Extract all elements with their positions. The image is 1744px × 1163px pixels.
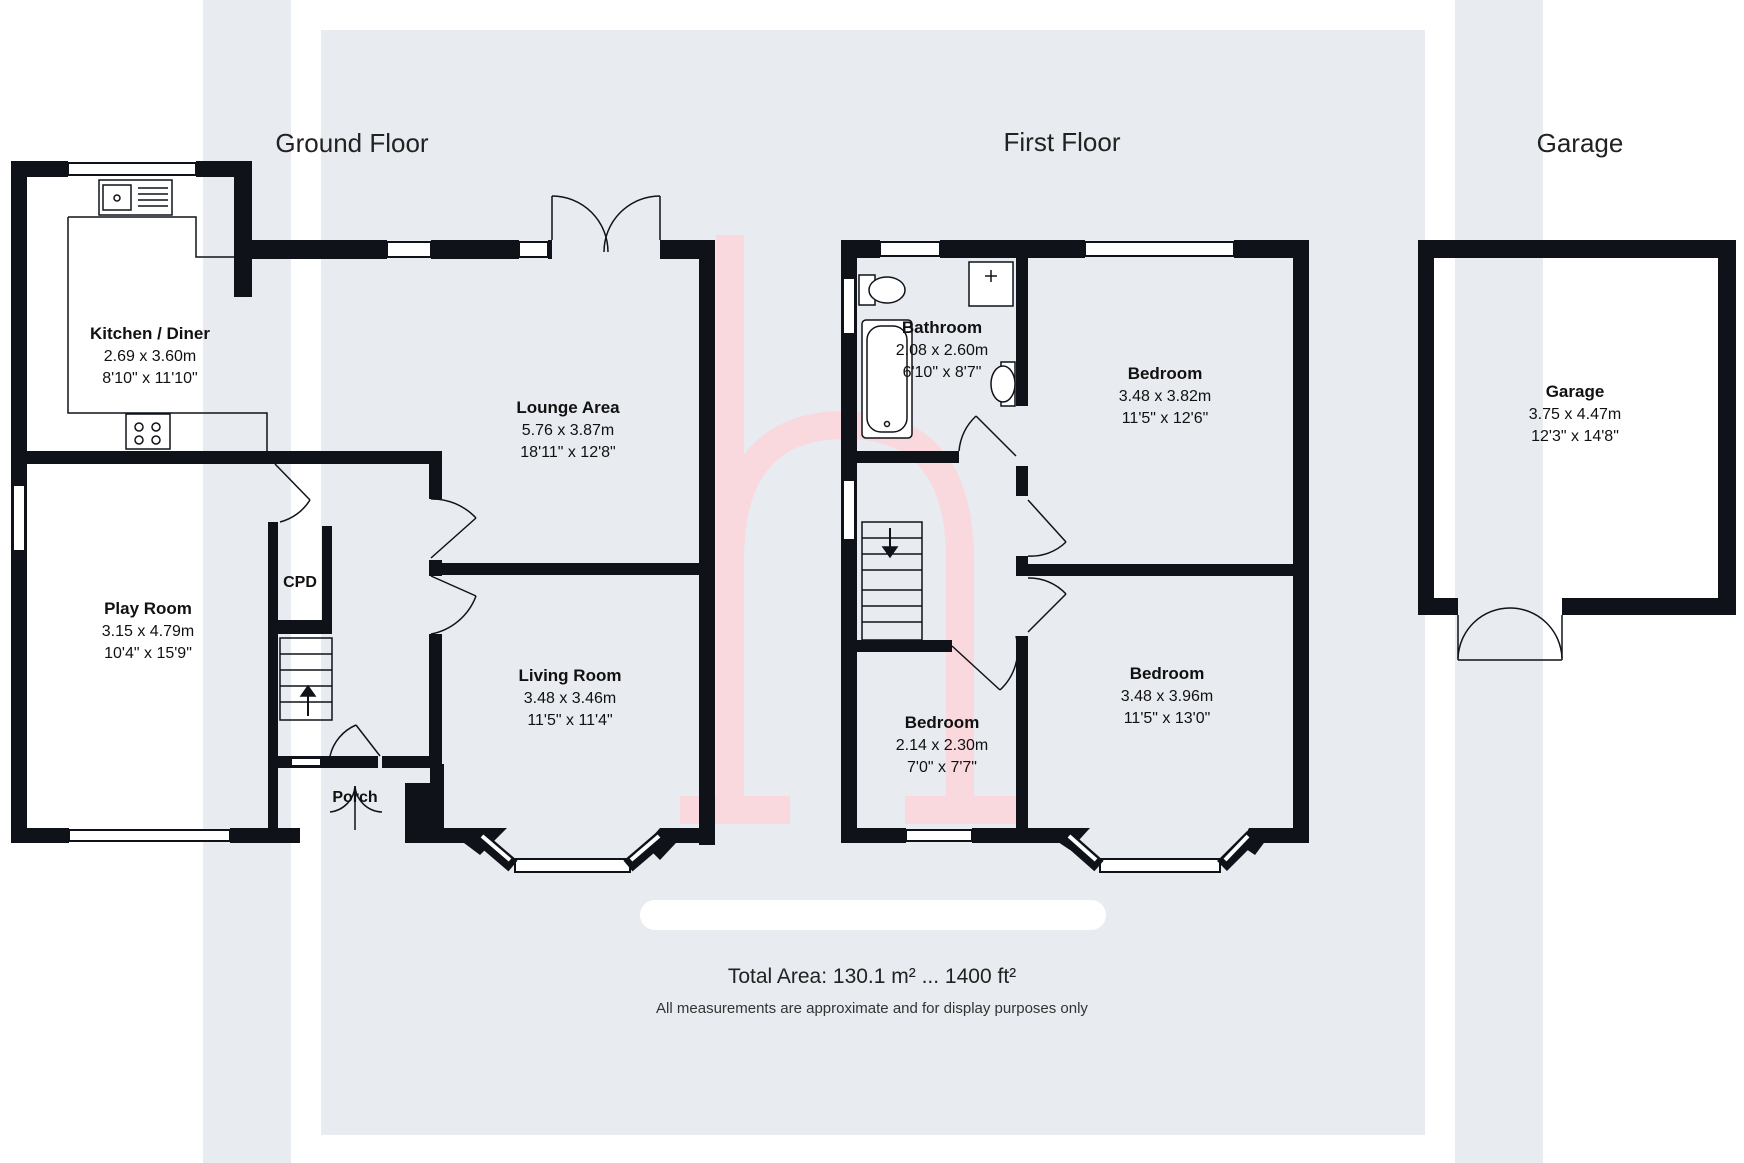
room-metric: 3.48 x 3.46m <box>524 690 617 707</box>
garage-walls <box>1418 240 1736 615</box>
bedroom-2-label: Bedroom 3.48 x 3.96m 11'5" x 13'0" <box>1121 664 1214 727</box>
ground-floor-windows <box>12 162 631 873</box>
bathroom-label: Bathroom 2.08 x 2.60m 6'10" x 8'7" <box>896 318 989 381</box>
room-imperial: 7'0" x 7'7" <box>907 759 977 776</box>
kitchen-fittings <box>67 179 268 451</box>
room-name: Garage <box>1546 382 1605 401</box>
bedroom-bay-sides <box>1060 830 1257 872</box>
white-bar <box>640 900 1106 930</box>
room-imperial: 8'10" x 11'10" <box>102 370 197 387</box>
total-area: Total Area: 130.1 m² ... 1400 ft² <box>728 965 1016 988</box>
first-stairs <box>861 521 923 641</box>
first-floor-doors <box>951 415 1067 691</box>
bedroom-bay-window-lines <box>1067 834 1250 862</box>
first-floor-walls <box>841 240 1309 855</box>
room-name: Living Room <box>519 666 622 685</box>
room-name: Kitchen / Diner <box>90 324 210 343</box>
first-floor-windows <box>842 241 1235 873</box>
room-imperial: 6'10" x 8'7" <box>903 364 982 381</box>
disclaimer-note: All measurements are approximate and for… <box>656 1000 1088 1017</box>
garage-title: Garage <box>1537 128 1624 158</box>
room-metric: 3.48 x 3.96m <box>1121 688 1214 705</box>
room-metric: 3.15 x 4.79m <box>102 623 195 640</box>
living-bay-window-lines <box>480 834 661 862</box>
room-imperial: 18'11" x 12'8" <box>520 444 615 461</box>
room-metric: 2.08 x 2.60m <box>896 342 989 359</box>
room-metric: 2.69 x 3.60m <box>104 348 197 365</box>
first-floor-title: First Floor <box>1004 127 1121 157</box>
room-metric: 5.76 x 3.87m <box>522 422 615 439</box>
porch-label: Porch <box>332 789 377 806</box>
room-name: Bedroom <box>1130 664 1205 683</box>
room-name: Bedroom <box>1128 364 1203 383</box>
room-imperial: 11'5" x 11'4" <box>527 712 612 729</box>
living-room-label: Living Room 3.48 x 3.46m 11'5" x 11'4" <box>519 666 622 729</box>
cpd-label: CPD <box>283 574 317 591</box>
room-name: Play Room <box>104 599 192 618</box>
background-panels <box>203 0 1543 1163</box>
bathroom-fittings <box>858 261 1016 439</box>
garage-doors <box>1457 607 1563 661</box>
bedroom-1-label: Bedroom 3.48 x 3.82m 11'5" x 12'6" <box>1119 364 1212 427</box>
play-room-label: Play Room 3.15 x 4.79m 10'4" x 15'9" <box>102 599 195 662</box>
room-imperial: 12'3" x 14'8" <box>1531 428 1619 445</box>
room-metric: 3.48 x 3.82m <box>1119 388 1212 405</box>
room-name: Bedroom <box>905 713 980 732</box>
ground-floor-doors <box>274 195 661 830</box>
garage-label: Garage 3.75 x 4.47m 12'3" x 14'8" <box>1529 382 1622 445</box>
living-bay-sides <box>473 830 668 872</box>
room-metric: 3.75 x 4.47m <box>1529 406 1622 423</box>
room-name: Bathroom <box>902 318 982 337</box>
ground-floor-title: Ground Floor <box>275 128 429 158</box>
room-imperial: 10'4" x 15'9" <box>104 645 192 662</box>
room-imperial: 11'5" x 13'0" <box>1124 710 1211 727</box>
kitchen-label: Kitchen / Diner 2.69 x 3.60m 8'10" x 11'… <box>90 324 210 387</box>
room-name: Lounge Area <box>516 398 620 417</box>
lounge-label: Lounge Area 5.76 x 3.87m 18'11" x 12'8" <box>516 398 620 461</box>
room-imperial: 11'5" x 12'6" <box>1122 410 1209 427</box>
ground-stairs <box>279 637 333 721</box>
room-metric: 2.14 x 2.30m <box>896 737 989 754</box>
bedroom-3-label: Bedroom 2.14 x 2.30m 7'0" x 7'7" <box>896 713 989 776</box>
